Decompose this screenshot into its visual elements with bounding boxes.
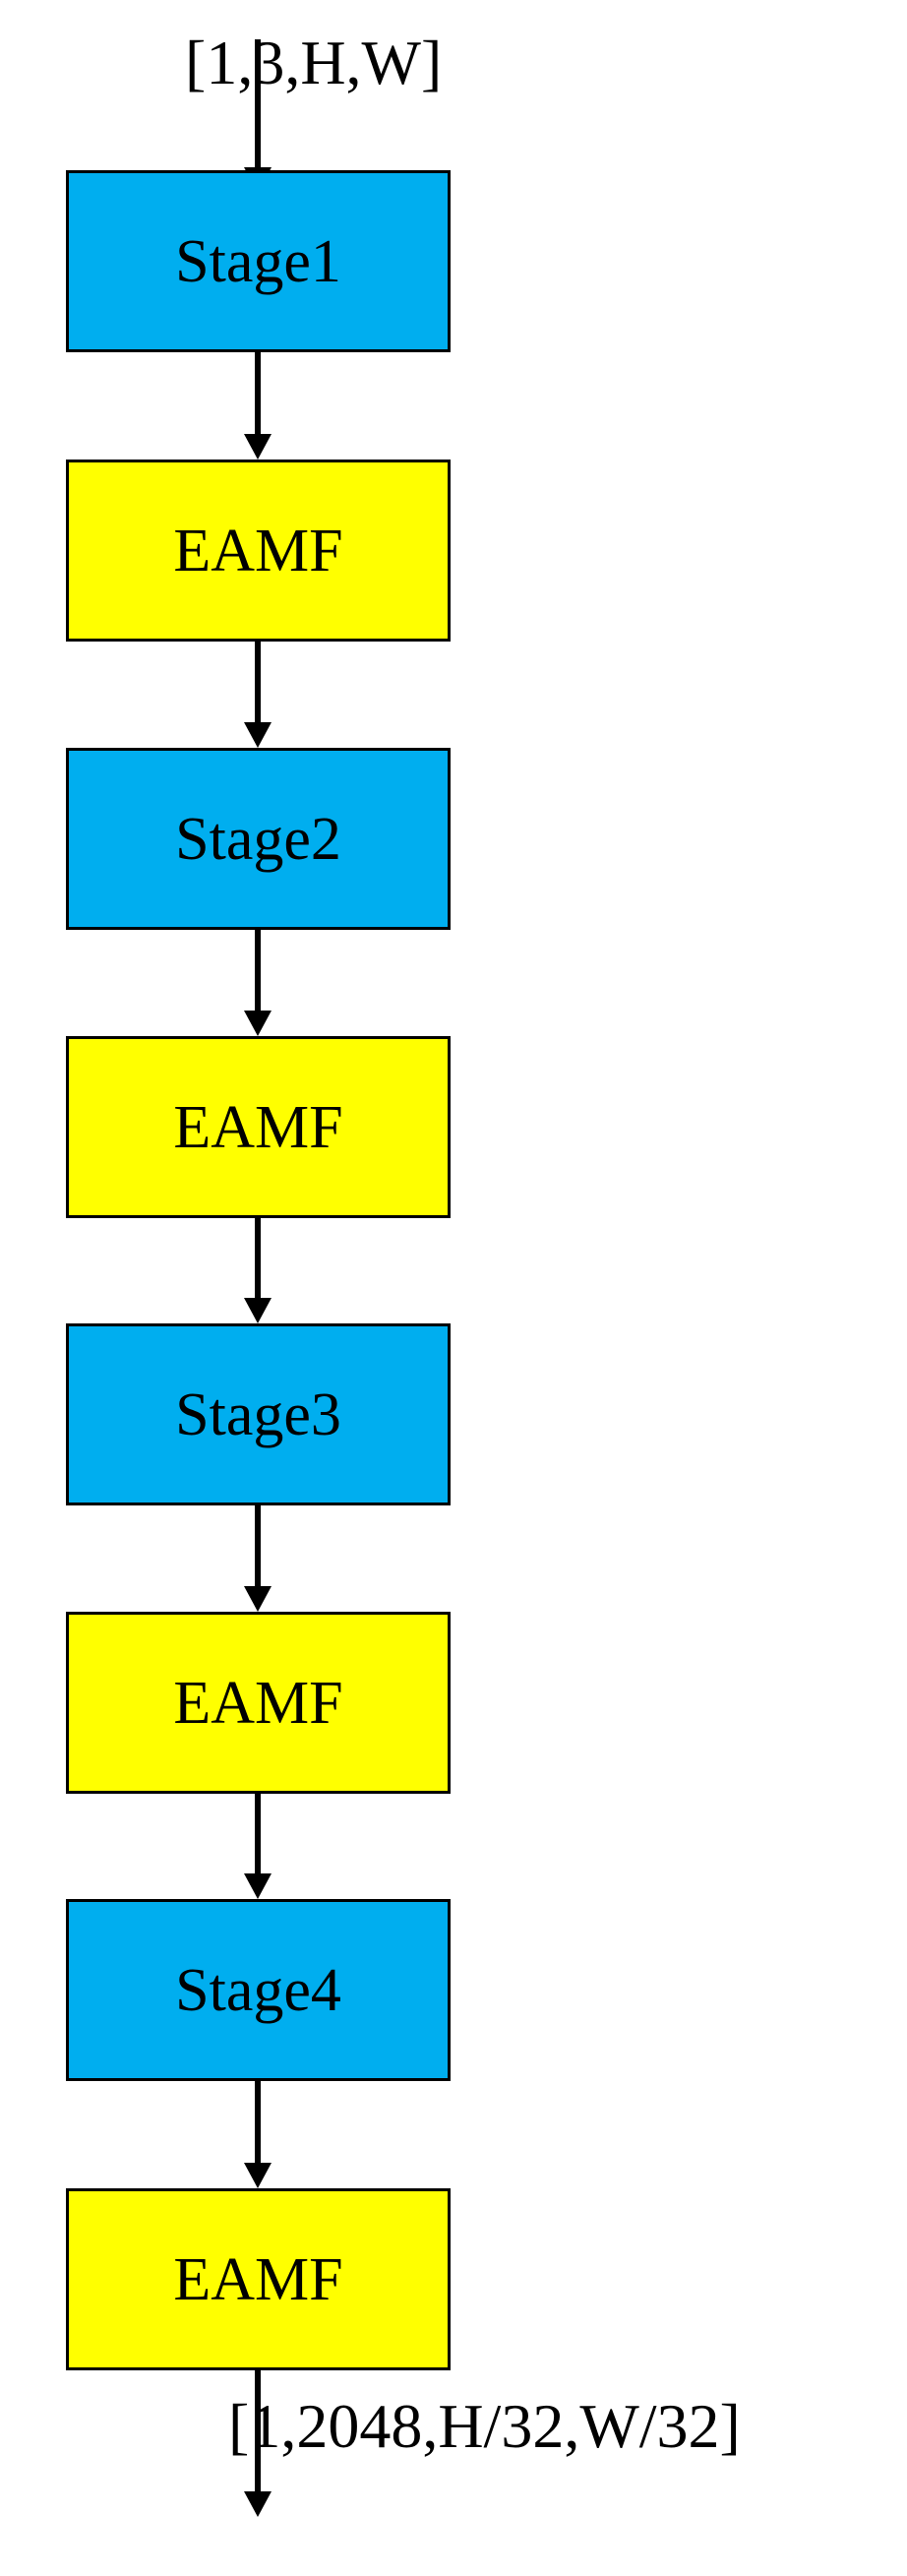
- arrowhead-icon: [244, 722, 272, 748]
- arrow-stage2-to-eamf2: [244, 930, 272, 1036]
- node-stage1-label: Stage1: [175, 227, 341, 295]
- arrowhead-icon: [244, 2491, 272, 2517]
- arrow-eamf1-to-stage2: [244, 642, 272, 748]
- arrow-eamf3-to-stage4: [244, 1794, 272, 1899]
- arrow-eamf2-to-stage3: [244, 1218, 272, 1323]
- node-stage4[interactable]: Stage4: [66, 1899, 451, 2081]
- arrowhead-icon: [244, 2163, 272, 2188]
- output-tensor-label: [1,2048,H/32,W/32]: [228, 2391, 741, 2461]
- arrowhead-icon: [244, 434, 272, 460]
- node-stage3-label: Stage3: [175, 1380, 341, 1448]
- arrowhead-icon: [244, 1011, 272, 1036]
- node-stage2[interactable]: Stage2: [66, 748, 451, 930]
- node-eamf3-label: EAMF: [173, 1669, 343, 1737]
- node-eamf2[interactable]: EAMF: [66, 1036, 451, 1218]
- arrow-eamf4-to-output: [244, 2370, 272, 2517]
- input-tensor-label: [1,3,H,W]: [185, 28, 443, 97]
- node-eamf4[interactable]: EAMF: [66, 2188, 451, 2370]
- arrowhead-icon: [244, 1298, 272, 1323]
- arrow-stage1-to-eamf1: [244, 352, 272, 460]
- node-eamf1-label: EAMF: [173, 517, 343, 584]
- node-stage1[interactable]: Stage1: [66, 170, 451, 352]
- node-stage2-label: Stage2: [175, 805, 341, 873]
- node-eamf1[interactable]: EAMF: [66, 460, 451, 642]
- node-eamf2-label: EAMF: [173, 1093, 343, 1161]
- node-stage4-label: Stage4: [175, 1956, 341, 2024]
- node-eamf3[interactable]: EAMF: [66, 1612, 451, 1794]
- node-stage3[interactable]: Stage3: [66, 1323, 451, 1505]
- arrowhead-icon: [244, 1873, 272, 1899]
- arrowhead-icon: [244, 1586, 272, 1612]
- arrow-stage4-to-eamf4: [244, 2081, 272, 2188]
- arrow-stage3-to-eamf3: [244, 1505, 272, 1612]
- node-eamf4-label: EAMF: [173, 2245, 343, 2313]
